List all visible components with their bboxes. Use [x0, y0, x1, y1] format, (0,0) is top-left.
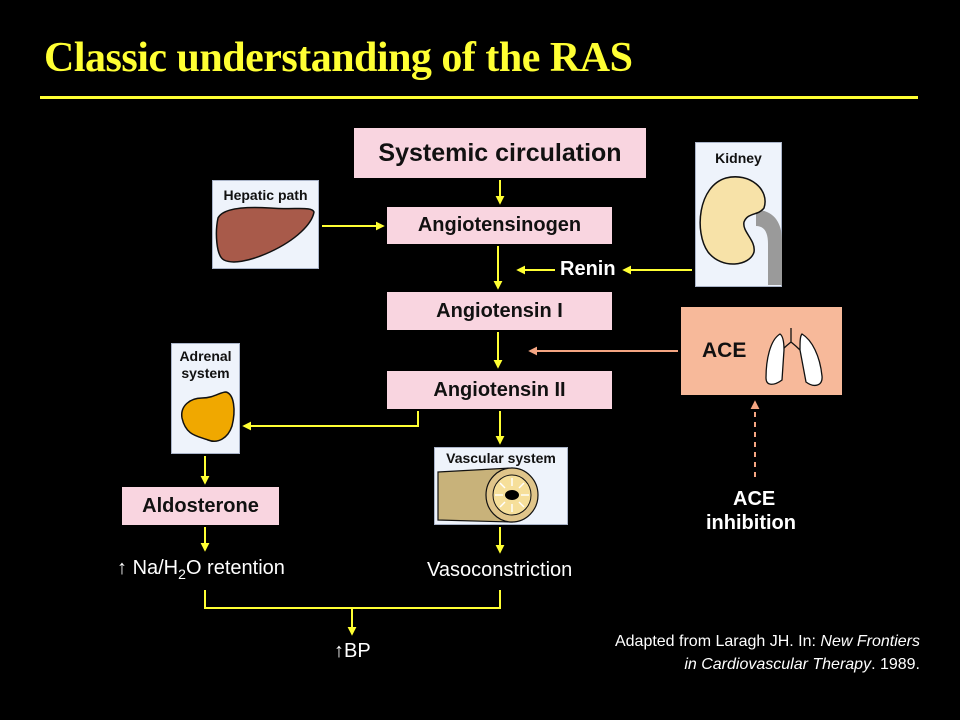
ace-inhibition-label-2: inhibition — [706, 512, 796, 534]
bp-label: ↑BP — [334, 640, 371, 662]
ace-inhibition-label-1: ACE — [733, 488, 776, 510]
title-underline — [40, 96, 918, 99]
pathway-arrows — [200, 180, 692, 636]
kidney-label: Kidney — [715, 150, 762, 166]
aldosterone-box: Aldosterone — [122, 487, 279, 525]
vasoconstriction-label: Vasoconstriction — [427, 559, 573, 581]
ace-arrows — [528, 346, 760, 477]
ace-label: ACE — [702, 339, 747, 362]
blood-vessel-icon — [437, 467, 539, 523]
citation-line-2: in Cardiovascular Therapy. 1989. — [684, 656, 920, 673]
angiotensin-i-box: Angiotensin I — [387, 292, 612, 330]
adrenal-label: Adrenal system — [179, 348, 232, 381]
slide-title: Classic understanding of the RAS — [44, 35, 633, 81]
liver-icon — [215, 206, 315, 263]
kidney-icon — [699, 176, 782, 285]
adrenal-gland-icon — [181, 391, 235, 442]
systemic-circulation-box: Systemic circulation — [354, 128, 646, 178]
citation-line-1: Adapted from Laragh JH. In: New Frontier… — [614, 633, 920, 650]
renin-label: Renin — [560, 258, 616, 280]
angiotensinogen-box: Angiotensinogen — [387, 207, 612, 244]
vascular-label: Vascular system — [446, 450, 556, 466]
na-h2o-retention-label: ↑ Na/H2O retention — [117, 557, 285, 582]
hepatic-label: Hepatic path — [223, 187, 308, 203]
angiotensin-ii-box: Angiotensin II — [387, 371, 612, 409]
up-arrow-icon: ↑ — [334, 640, 344, 662]
up-arrow-icon: ↑ — [117, 557, 127, 579]
lungs-icon — [765, 328, 823, 387]
